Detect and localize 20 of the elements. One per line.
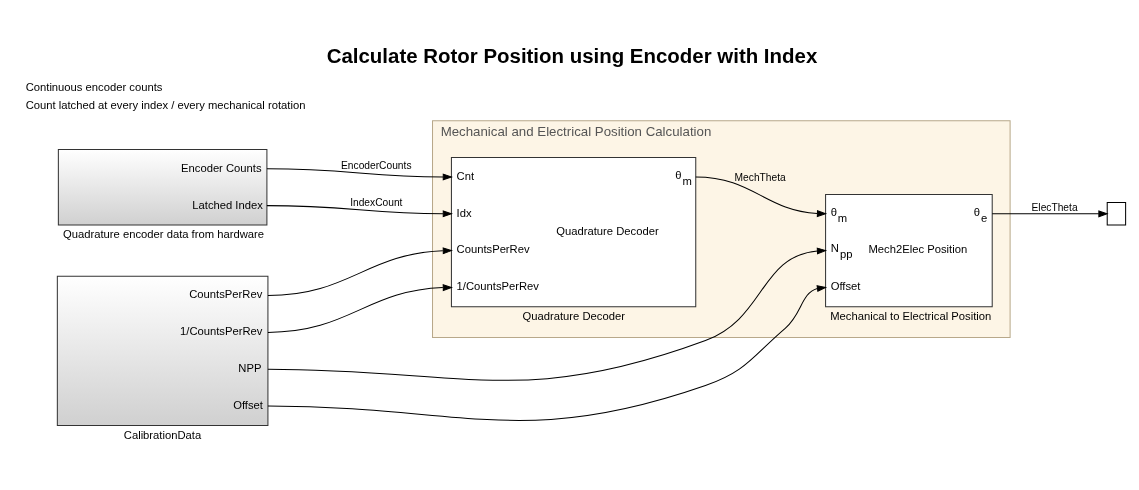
node-box — [1106, 201, 1127, 226]
arrow — [267, 283, 453, 333]
edge-label: MechTheta — [734, 171, 786, 183]
label: Count latched at every index / every mechanical rotation — [25, 98, 306, 111]
edge-label: ElecTheta — [1031, 201, 1078, 213]
node-label: Quadrature encoder data from hardware — [62, 227, 265, 240]
arrow — [266, 167, 453, 181]
node-label: CalibrationData — [123, 428, 202, 441]
arrow — [991, 209, 1109, 217]
edge-label: IndexCount — [350, 196, 403, 208]
arrow — [267, 284, 828, 421]
node-label: Quadrature Decoder — [522, 309, 625, 322]
label: Continuous encoder counts — [25, 80, 163, 93]
arrow — [267, 246, 453, 296]
edge-label: EncoderCounts — [341, 159, 412, 171]
node-label: Mechanical to Electrical Position — [830, 309, 992, 322]
arrow — [267, 246, 828, 381]
arrow — [266, 204, 453, 217]
diagram-title: Calculate Rotor Position using Encoder with Index — [326, 43, 818, 67]
arrow — [695, 176, 828, 217]
